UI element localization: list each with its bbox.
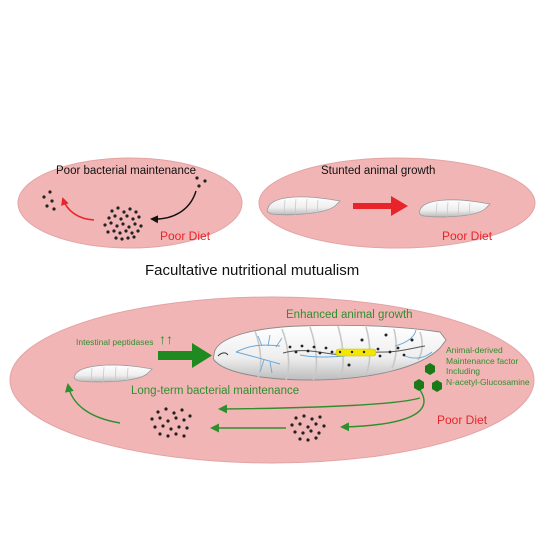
- poor-diet-label-c: Poor Diet: [437, 413, 488, 427]
- arrow-cluster-to-larva: [64, 383, 121, 424]
- larva-small-icon: [73, 364, 153, 384]
- arrow-bacteria-to-cluster: [150, 190, 197, 224]
- bacteria-cluster-icon: [290, 414, 326, 442]
- stunted-growth-label: Stunted animal growth: [321, 165, 436, 177]
- larva-small-icon: [266, 196, 341, 216]
- factor-line: Including: [446, 366, 481, 376]
- poor-diet-label-b: Poor Diet: [442, 229, 493, 243]
- factor-line: N-acetyl-Glucosamine: [446, 376, 530, 387]
- peptidase-up-arrows: ↑↑: [159, 331, 173, 347]
- red-arrow-icon: [353, 196, 408, 216]
- bacteria-cluster-icon: [150, 407, 192, 438]
- green-arrow-icon: [158, 343, 212, 368]
- enhanced-growth-label: Enhanced animal growth: [286, 309, 413, 321]
- poor-maintenance-label: Poor bacterial maintenance: [56, 165, 196, 177]
- arrow-factor-to-bacteria-bottom: [340, 389, 425, 432]
- bacteria-cluster-icon: [103, 206, 143, 241]
- poor-diet-label-a: Poor Diet: [160, 229, 211, 243]
- arrow-cluster-to-loss: [61, 197, 95, 221]
- panel-poor-maintenance: [17, 157, 243, 249]
- nag-hexagon-icon: [414, 363, 442, 392]
- maintenance-factor-label: Animal-derived Maintenance factor Includ…: [446, 345, 530, 387]
- bacteria-sparse-left: [42, 190, 56, 211]
- long-term-maintenance-label: Long-term bacterial maintenance: [131, 385, 300, 397]
- bacteria-sparse-right: [195, 176, 207, 188]
- arrow-factor-to-bacteria-top: [218, 397, 421, 414]
- intestinal-peptidases-label: Intestinal peptidases: [76, 337, 154, 347]
- factor-line: Maintenance factor: [446, 355, 519, 366]
- larva-small-icon: [418, 199, 491, 218]
- page-title: Facultative nutritional mutualism: [145, 262, 360, 279]
- larva-large-icon: [212, 324, 447, 381]
- factor-line: Animal-derived: [446, 345, 503, 355]
